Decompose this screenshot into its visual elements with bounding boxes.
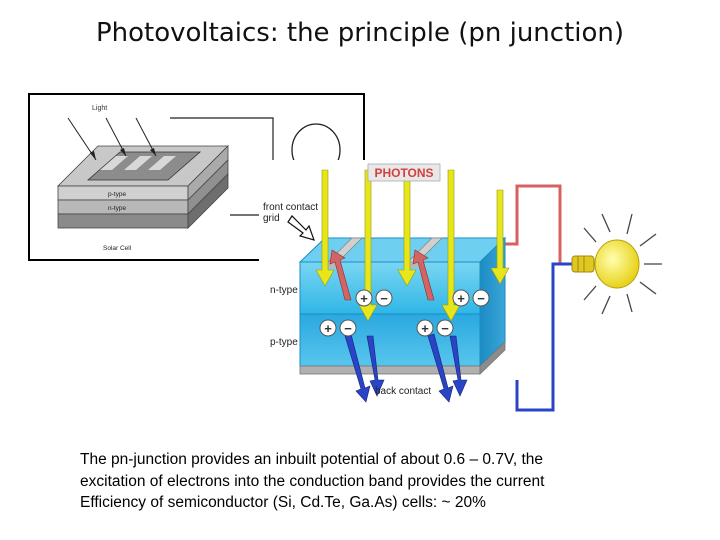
right-p-type-label: p-type — [270, 337, 298, 348]
wire-bottom — [515, 262, 572, 412]
svg-text:+: + — [457, 291, 465, 306]
left-p-type-label: p-type — [108, 191, 126, 198]
svg-text:+: + — [421, 321, 429, 336]
caption-text: The pn-junction provides an inbuilt pote… — [80, 449, 660, 514]
caption-line-1: The pn-junction provides an inbuilt pote… — [80, 451, 544, 468]
svg-text:+: + — [360, 291, 368, 306]
photon-arrows — [315, 169, 510, 322]
right-n-type-label: n-type — [270, 285, 298, 296]
charge-pair-4: + − — [416, 319, 454, 337]
charge-pair-3: + − — [452, 289, 490, 307]
svg-text:+: + — [324, 321, 332, 336]
back-contact-label: back contact — [375, 386, 431, 397]
front-contact-label: front contact — [263, 202, 318, 213]
electron-arrows — [344, 333, 468, 403]
caption-line-3: Efficiency of semiconductor (Si, Cd.Te, … — [80, 494, 486, 511]
light-label: Light — [92, 105, 107, 112]
svg-text:−: − — [344, 321, 352, 336]
charge-pair-2: + − — [319, 319, 357, 337]
front-contact-arrow — [287, 215, 315, 241]
svg-text:−: − — [477, 291, 485, 306]
hole-arrows — [329, 249, 435, 301]
left-n-type-label: n-type — [108, 205, 126, 212]
photons-label: PHOTONS — [374, 166, 433, 180]
slide-title: Photovoltaics: the principle (pn junctio… — [95, 18, 625, 48]
caption-line-2: excitation of electrons into the conduct… — [80, 472, 545, 490]
right-pn-junction-figure: + − + − + − + − PHOTONS front contact gr… — [259, 160, 662, 416]
light-bulb-icon — [571, 213, 662, 315]
svg-text:−: − — [380, 291, 388, 306]
left-caption: Solar Cell — [103, 245, 132, 252]
svg-text:−: − — [441, 321, 449, 336]
front-contact-grid-label: grid — [263, 213, 280, 224]
charge-pair-1: + − — [355, 289, 393, 307]
